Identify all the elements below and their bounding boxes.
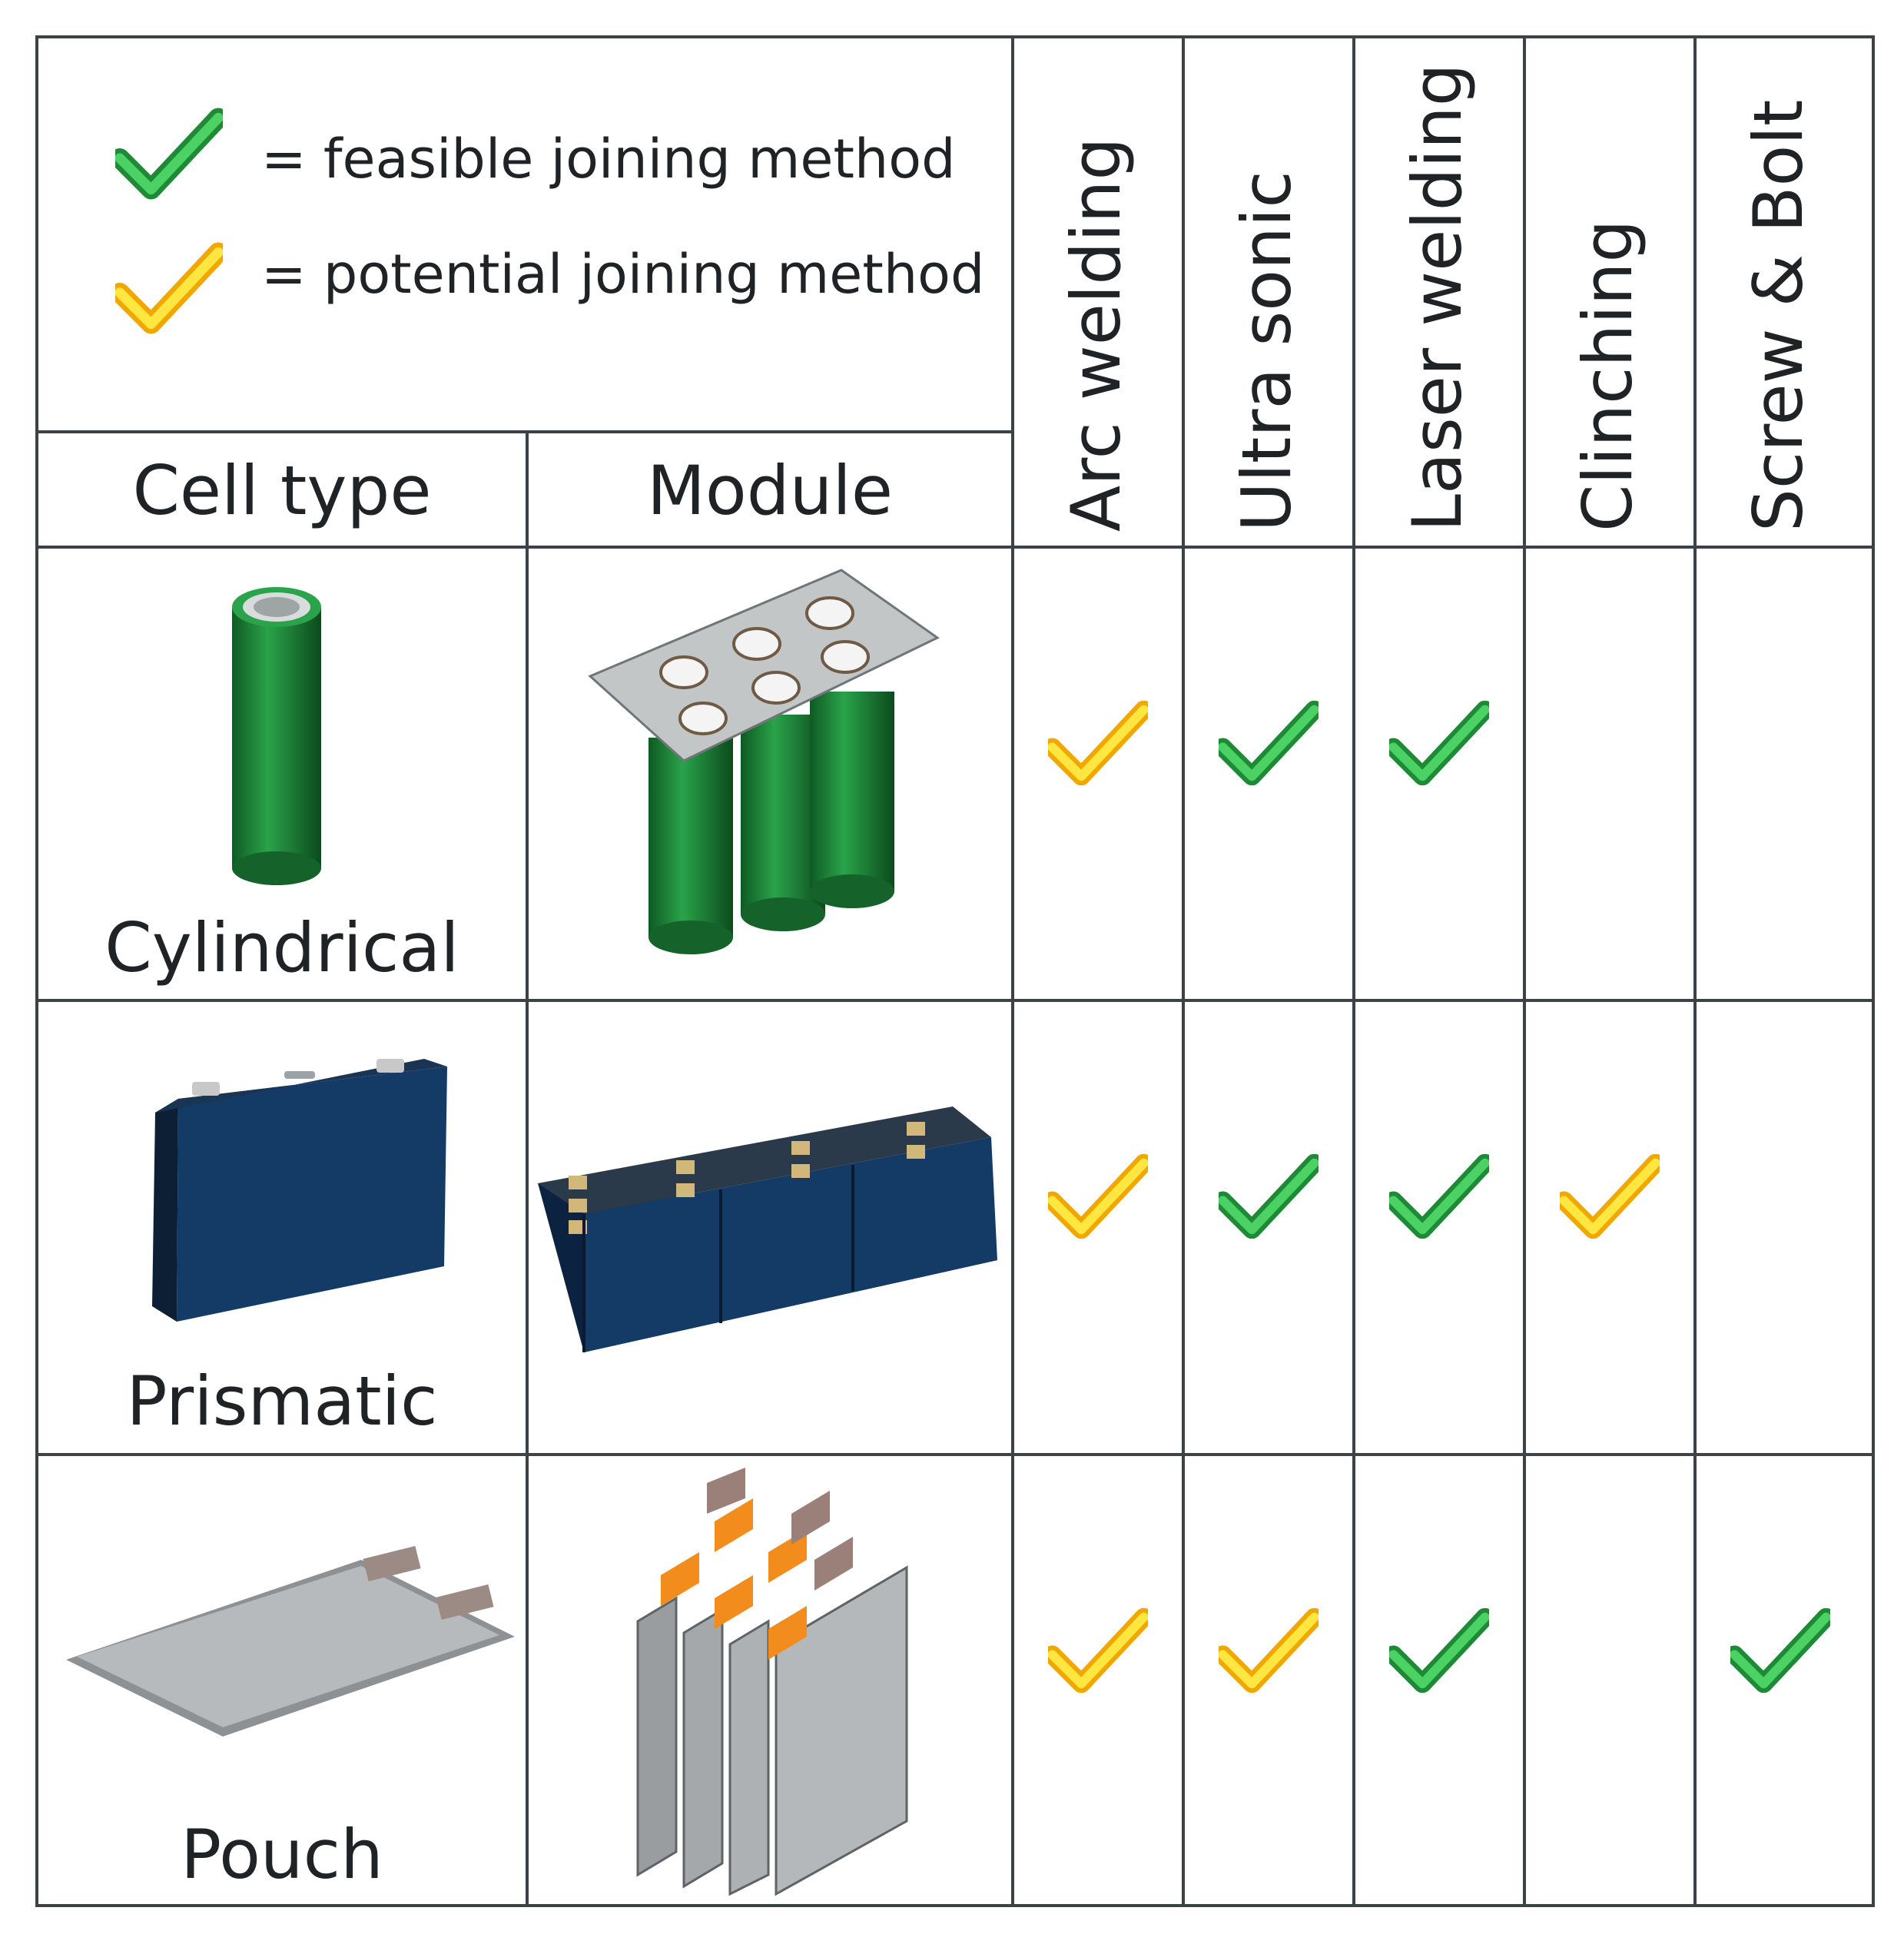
yellow-check-icon <box>115 242 223 334</box>
potential-check-icon <box>1048 1154 1148 1239</box>
prismatic-cell-icon <box>152 1059 447 1322</box>
cell-type-prismatic: Prismatic <box>126 1362 438 1441</box>
feasible-check-icon <box>1219 1154 1319 1239</box>
pouch-module-icon <box>636 1468 908 1896</box>
cylindrical-cell-icon <box>232 587 321 885</box>
feasible-check-icon <box>1389 1608 1489 1693</box>
cell-type-pouch: Pouch <box>181 1815 383 1894</box>
pouch-cell-icon <box>66 1545 515 1737</box>
potential-check-icon <box>1048 701 1148 785</box>
potential-check-icon <box>1219 1608 1319 1693</box>
feasible-check-icon <box>1730 1608 1830 1693</box>
feasible-check-icon <box>1389 1154 1489 1239</box>
potential-check-icon <box>1048 1608 1148 1693</box>
header-module: Module <box>647 451 893 530</box>
feasible-check-icon <box>1389 701 1489 785</box>
potential-check-icon <box>1560 1154 1660 1239</box>
green-check-icon <box>115 108 223 200</box>
legend-potential-label: = potential joining method <box>261 243 985 306</box>
cylindrical-module-icon <box>588 569 940 954</box>
prismatic-module-icon <box>538 1106 997 1352</box>
cell-type-cylindrical: Cylindrical <box>104 908 459 987</box>
feasible-check-icon <box>1219 701 1319 785</box>
legend-feasible-label: = feasible joining method <box>261 128 956 191</box>
header-cell-type: Cell type <box>132 451 432 530</box>
